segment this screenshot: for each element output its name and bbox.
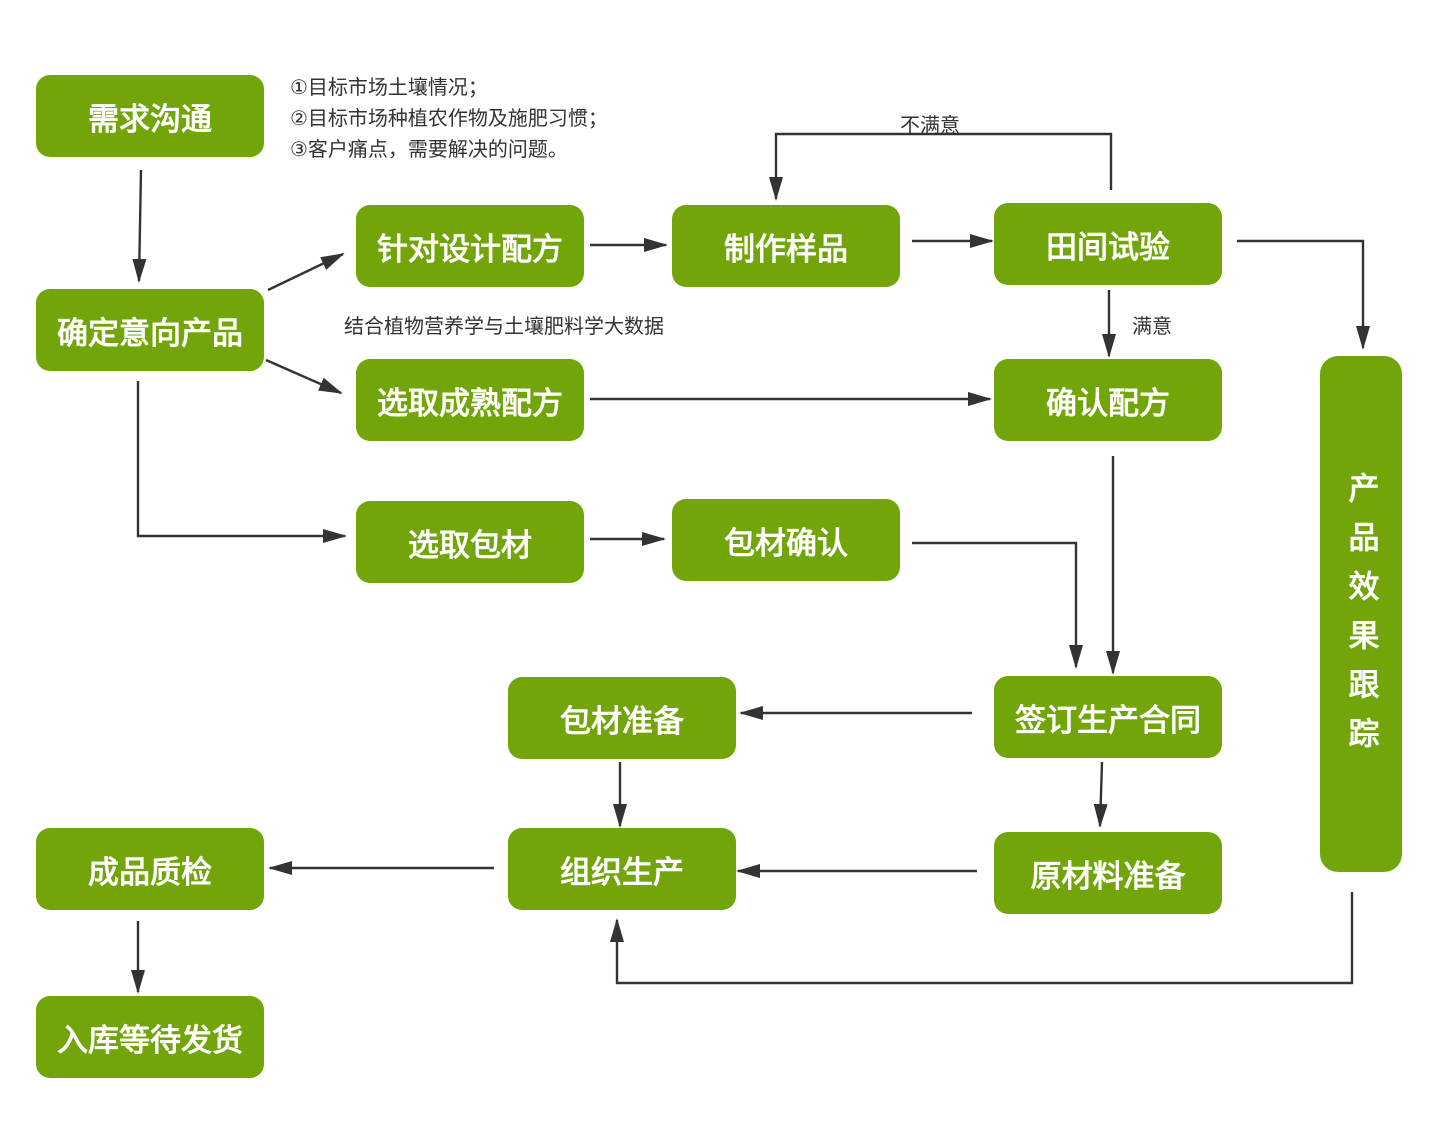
node-organize-production: 组织生产: [508, 828, 736, 910]
node-packaging-confirm: 包材确认: [672, 499, 900, 581]
node-raw-material-prep: 原材料准备: [994, 832, 1222, 914]
edge-pack-confirm-to-contract: [912, 541, 1083, 669]
node-packaging-prep: 包材准备: [508, 677, 736, 759]
node-design-formula: 针对设计配方: [356, 205, 584, 287]
edge-field-to-tracking: [1237, 239, 1370, 350]
node-effect-tracking: 产品效果跟踪: [1320, 356, 1402, 872]
node-select-packaging: 选取包材: [356, 501, 584, 583]
edge-intent-to-mature: [265, 358, 343, 395]
node-confirm-intended-product: 确定意向产品: [36, 289, 264, 371]
edge-contract-to-raw-prep: [1093, 761, 1108, 828]
node-sign-contract: 签订生产合同: [994, 676, 1222, 758]
node-warehouse: 入库等待发货: [36, 996, 264, 1078]
requirement-item: ③客户痛点，需要解决的问题。: [290, 137, 568, 161]
requirements-list: ①目标市场土壤情况； ②目标市场种植农作物及施肥习惯； ③客户痛点，需要解决的问…: [290, 72, 608, 165]
node-confirm-formula: 确认配方: [994, 359, 1222, 441]
label-satisfied: 满意: [1132, 314, 1172, 338]
edge-intent-to-design: [267, 252, 345, 292]
edge-tracking-to-produce: [610, 892, 1354, 985]
node-demand-communication: 需求沟通: [36, 75, 264, 157]
node-select-mature-formula: 选取成熟配方: [356, 359, 584, 441]
requirement-item: ①目标市场土壤情况；: [290, 75, 488, 99]
node-field-trial: 田间试验: [994, 203, 1222, 285]
note-big-data: 结合植物营养学与土壤肥料学大数据: [344, 314, 664, 338]
edge-field-unsatisfied-loop: [769, 132, 1113, 201]
node-quality-check: 成品质检: [36, 828, 264, 910]
edge-intent-to-pick-pack: [136, 381, 347, 543]
edge-demand-to-intent: [132, 169, 147, 283]
requirement-item: ②目标市场种植农作物及施肥习惯；: [290, 106, 608, 130]
label-unsatisfied: 不满意: [900, 113, 960, 137]
node-make-sample: 制作样品: [672, 205, 900, 287]
